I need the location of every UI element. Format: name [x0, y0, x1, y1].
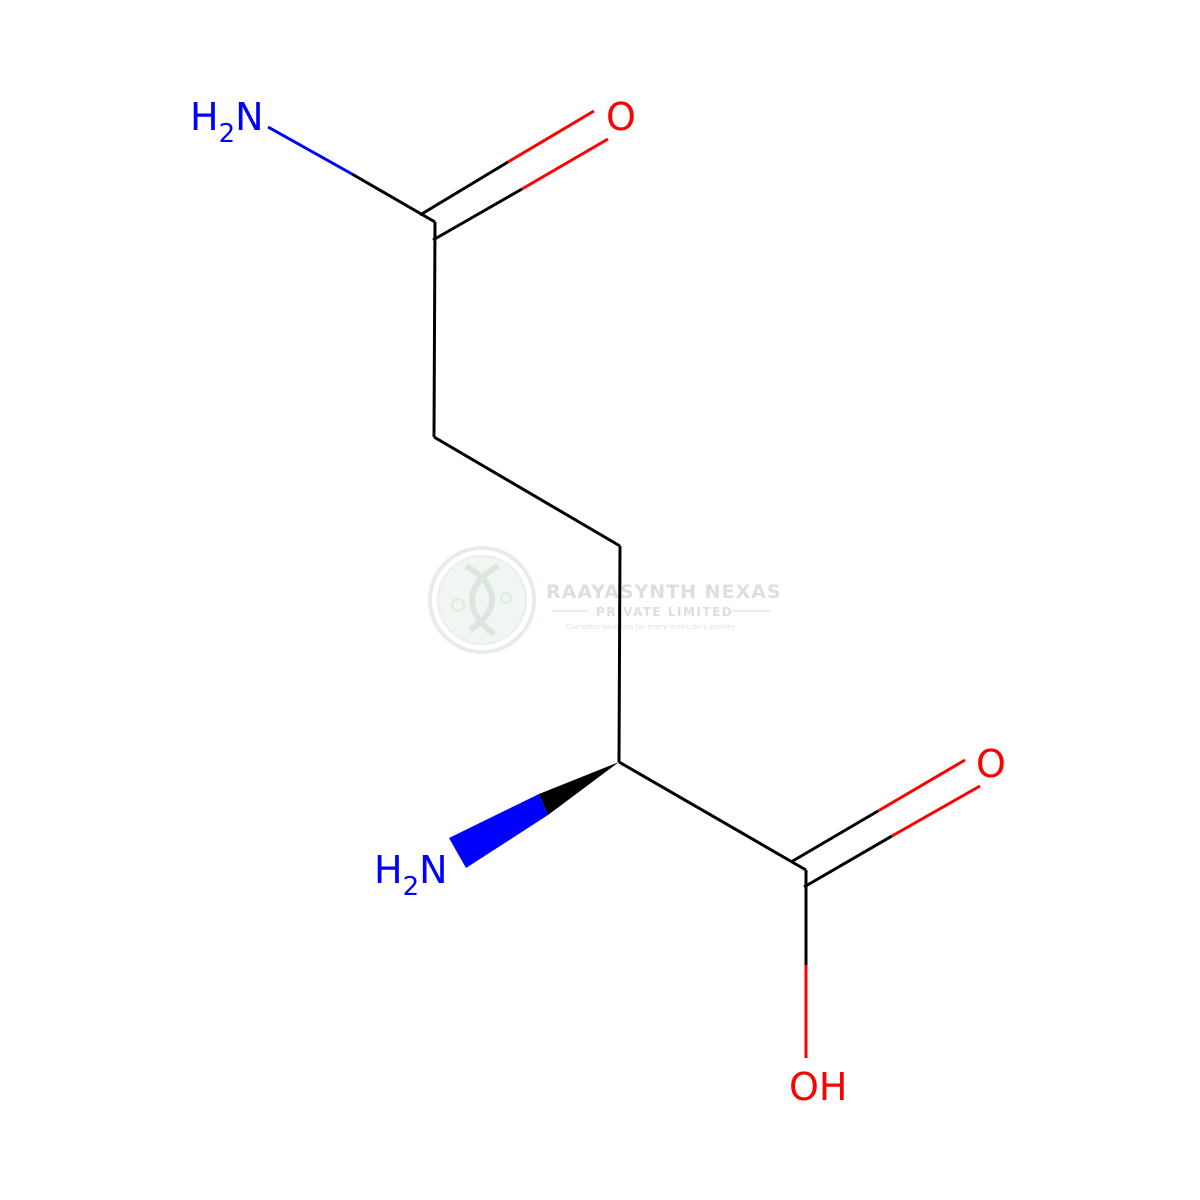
bond-acid-co-a-red [877, 758, 966, 813]
atom-amide-nh2-h: H [190, 95, 219, 139]
bond-c2-c1 [618, 760, 807, 872]
atom-amide-nh2-subscript: 2 [219, 119, 236, 149]
atom-amide-o: O [606, 95, 636, 139]
atom-alpha-nh2-subscript: 2 [403, 872, 420, 902]
bond-c3-c2 [617, 545, 622, 763]
watermark-subtitle: PRIVATE LIMITED [596, 605, 733, 619]
bonds [267, 109, 981, 1058]
bond-acid-co-b-black [803, 834, 893, 889]
bond-c4-c3 [433, 435, 621, 548]
atom-acid-oh: OH [789, 1065, 847, 1109]
dna-helix-logo-icon [428, 546, 536, 654]
bond-amide-co-a-red [507, 109, 595, 164]
atom-acid-o: O [976, 742, 1006, 786]
bond-amide-co-b-red [521, 137, 609, 191]
atom-alpha-nh2-h: H [374, 848, 403, 892]
watermark: RAAYASYNTH NEXAS PRIVATE LIMITED Complet… [428, 546, 782, 654]
bond-acid-co-a-black [790, 809, 879, 864]
wedge-bond-blue [449, 794, 548, 868]
atom-amide-nh2: H2N [190, 95, 264, 149]
watermark-tagline: Complete solutions for every molecule's … [566, 623, 735, 631]
atom-amide-nh2-n: N [235, 95, 263, 139]
atom-alpha-nh2: H2N [374, 848, 448, 902]
bond-c5-c4 [432, 221, 437, 438]
atom-alpha-nh2-n: N [419, 848, 447, 892]
bond-amide-co-a-black [419, 160, 509, 217]
watermark-company: RAAYASYNTH NEXAS [546, 581, 782, 603]
wedge-bond [449, 762, 619, 868]
bond-acid-co-b-red [891, 784, 981, 838]
wedge-bond-black [539, 762, 619, 815]
bond-n-amide-c-nblue [267, 125, 353, 176]
bond-amide-co-b-black [432, 187, 523, 242]
